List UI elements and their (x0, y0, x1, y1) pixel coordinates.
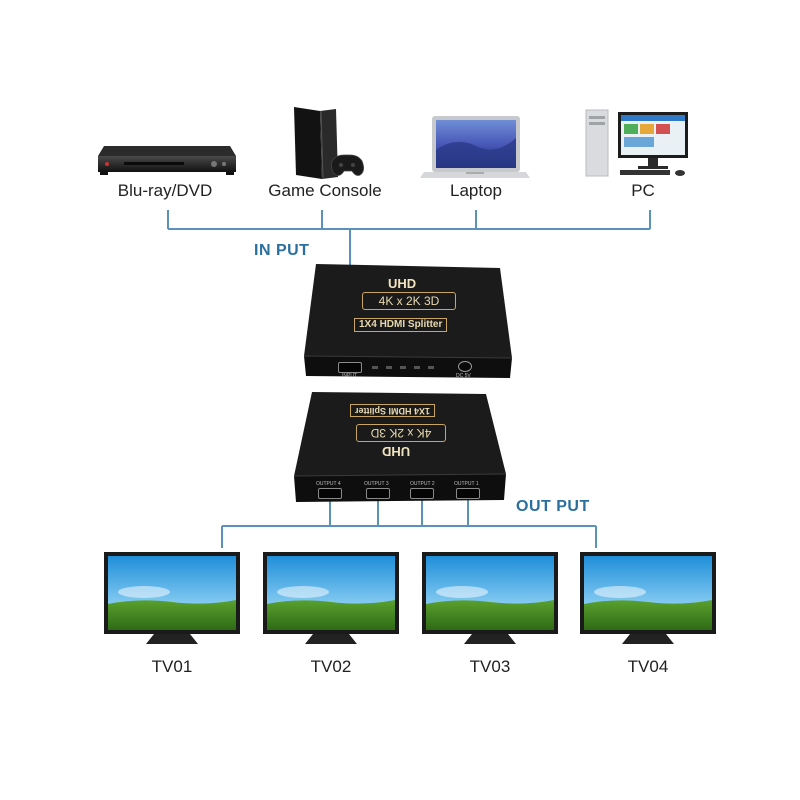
uhd-logo: UHD (382, 444, 411, 459)
uhd-logo: UHD (388, 276, 417, 291)
resolution-badge: 4K x 2K 3D (362, 292, 456, 310)
hdmi-output-port-3 (366, 488, 390, 499)
dc-power-jack (458, 361, 472, 372)
tv-icon (104, 552, 240, 644)
output-port-label: OUTPUT 1 (454, 481, 479, 487)
hdmi-output-port-4 (318, 488, 342, 499)
led-indicator (400, 366, 406, 369)
tv-icon (580, 552, 716, 644)
tv-label-tv01: TV01 (151, 657, 193, 676)
product-name: 1X4 HDMI Splitter (350, 404, 436, 417)
tv-label-tv02: TV02 (310, 657, 352, 676)
input-port-label: INPUT (342, 373, 357, 379)
desktop-pc-icon (585, 109, 688, 177)
dc-port-label: DC 5V (456, 373, 471, 379)
input-section-label: IN PUT (254, 242, 310, 259)
splitter-output-view: 1X4 HDMI Splitter 4K x 2K 3D UHD OUTPUT … (290, 390, 510, 512)
tv-label-tv04: TV04 (627, 657, 669, 676)
tv-icon (263, 552, 399, 644)
laptop-icon (420, 116, 530, 178)
led-indicator (386, 366, 392, 369)
hdmi-input-port (338, 362, 362, 373)
product-name: 1X4 HDMI Splitter (354, 318, 448, 332)
splitter-body (293, 392, 507, 502)
hdmi-output-port-2 (410, 488, 434, 499)
led-indicator (372, 366, 378, 369)
source-label-laptop: Laptop (450, 181, 502, 200)
led-indicator (428, 366, 434, 369)
source-label-pc: PC (631, 181, 655, 200)
output-section-label: OUT PUT (516, 498, 590, 515)
tv-icon (422, 552, 558, 644)
hdmi-output-port-1 (456, 488, 480, 499)
led-indicator (414, 366, 420, 369)
output-port-label: OUTPUT 4 (316, 481, 341, 487)
resolution-badge: 4K x 2K 3D (356, 424, 446, 442)
output-port-label: OUTPUT 3 (364, 481, 389, 487)
source-label-bluray: Blu-ray/DVD (117, 181, 213, 200)
output-port-label: OUTPUT 2 (410, 481, 435, 487)
tv-label-tv03: TV03 (469, 657, 511, 676)
game-console-icon (294, 107, 364, 180)
bluray-player-icon (98, 146, 236, 175)
splitter-input-view: UHD 4K x 2K 3D 1X4 HDMI Splitter INPUT D… (300, 262, 516, 384)
source-label-game-console: Game Console (268, 181, 382, 200)
